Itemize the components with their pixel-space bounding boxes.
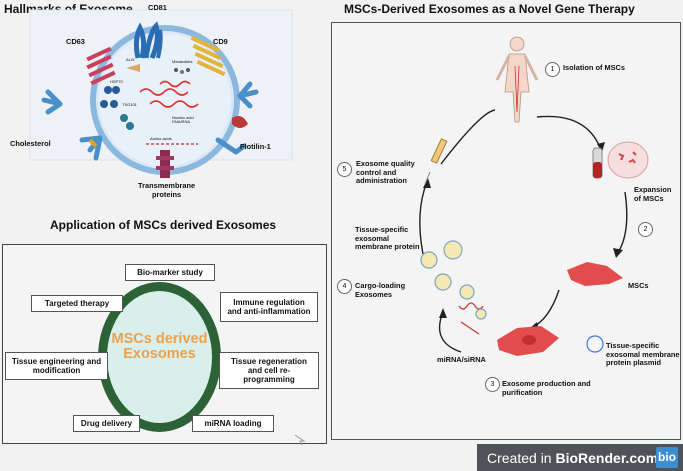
cursor-icon: [294, 434, 306, 446]
flotilin-label: Flotilin-1: [240, 142, 271, 151]
therapy-cycle-illustration: [419, 36, 649, 356]
biorender-banner: [477, 444, 683, 471]
metabolites-label: Metabolites: [172, 59, 193, 64]
credit-prefix: Created in: [487, 450, 556, 466]
app-mirna-loading: miRNA loading: [192, 415, 274, 432]
app-tissue-regeneration: Tissue regeneration and cell re- program…: [219, 352, 319, 389]
step-5-label: Exosome quality control and administrati…: [356, 159, 415, 186]
transmembrane-label: Transmembrane proteins: [138, 181, 196, 199]
step-5-badge: 5: [337, 162, 352, 177]
human-figure: [495, 36, 539, 123]
loaded-exosomes: [420, 240, 487, 320]
cd81-label: CD81: [148, 3, 167, 12]
step-3-label: Exosome production and purification: [502, 379, 591, 397]
plasmid-icon: [586, 335, 604, 353]
exosome-illustration: [29, 9, 293, 178]
cd81-protein: [133, 21, 163, 60]
cd63-protein: [86, 46, 116, 86]
cholesterol-marker: [88, 138, 98, 148]
step-4-label: Cargo-loading Exosomes: [355, 281, 406, 299]
app-targeted-therapy: Targeted therapy: [31, 295, 123, 312]
membrane-protein-label: Tissue-specific exosomal membrane protei…: [355, 225, 420, 252]
hsp-label: HSP70: [110, 79, 123, 84]
plasmid-label: Tissue-specific exosomal membrane protei…: [606, 341, 680, 368]
biorender-logo-icon[interactable]: bio: [656, 447, 678, 468]
app-tissue-engineering: Tissue engineering and modification: [5, 352, 108, 380]
step-3-badge: 3: [485, 377, 500, 392]
flotilin-protein: [215, 137, 247, 155]
alix-label: ALIX: [126, 57, 135, 62]
step-1-badge: 1: [545, 62, 560, 77]
app-immune-regulation: Immune regulation and anti-inflammation: [220, 292, 318, 322]
cd9-protein: [190, 35, 226, 77]
nucleic-label: Nucleic acid DNA/RNA: [172, 115, 194, 125]
app-biomarker: Bio-marker study: [125, 264, 215, 281]
step-1-label: Isolation of MSCs: [563, 63, 626, 72]
mscs-label: MSCs: [628, 281, 649, 290]
gene-therapy-title: MSCs-Derived Exosomes as a Novel Gene Th…: [344, 2, 635, 16]
step-4-badge: 4: [337, 279, 352, 294]
transmembrane-protein: [160, 150, 170, 178]
red-protein: [232, 116, 248, 128]
tsg-label: TSG101: [122, 102, 137, 107]
cd63-label: CD63: [66, 37, 85, 46]
app-drug-delivery: Drug delivery: [73, 415, 140, 432]
cholesterol-label: Cholesterol: [10, 139, 51, 148]
biorender-credit[interactable]: Created in BioRender.com: [487, 450, 658, 466]
ellipse-center-label: MSCs derived Exosomes: [111, 331, 208, 363]
step-2-label: Expansion of MSCs: [634, 185, 672, 203]
step-2-badge: 2: [638, 222, 653, 237]
amino-label: Amino acids: [150, 136, 172, 141]
msc-cell: [567, 262, 623, 286]
applications-title: Application of MSCs derived Exosomes: [50, 218, 277, 232]
credit-brand: BioRender.com: [555, 450, 659, 466]
syringe-icon: [424, 138, 448, 185]
cd9-label: CD9: [213, 37, 228, 46]
mirna-label: miRNA/siRNA: [437, 355, 486, 364]
